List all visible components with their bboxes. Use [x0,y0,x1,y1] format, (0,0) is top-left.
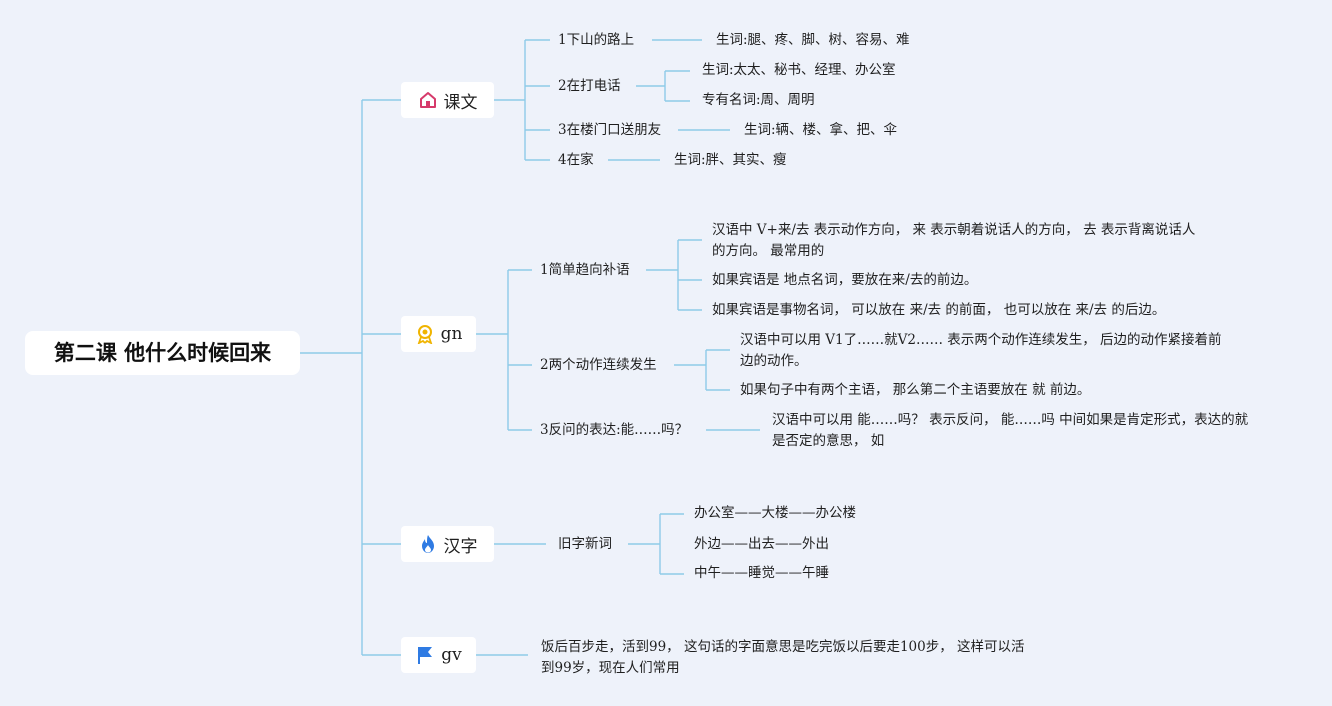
house-icon [419,92,436,108]
kewen-topic-3-vocab[interactable]: 生词:辆、楼、拿、把、伞 [744,122,898,138]
hanzi-word-chain-2[interactable]: 外边——出去——外出 [694,536,829,552]
kewen-topic-2-vocab[interactable]: 生词:太太、秘书、经理、办公室 [702,62,896,78]
gn-topic-3-note-1-line-1: 汉语中可以用 能……吗？ 表示反问， 能……吗 中间如果是肯定形式，表达的就 [772,412,1249,428]
branch-hanzi-label: 汉字 [443,536,478,557]
branch-gn-label: gn [440,324,463,344]
gn-topic-2-note-2[interactable]: 如果句子中有两个主语， 那么第二个主语要放在 就 前边。 [740,382,1091,398]
kewen-topic-2[interactable]: 2在打电话 [558,78,621,94]
kewen-topic-1[interactable]: 1下山的路上 [558,32,635,48]
gn-topic-2[interactable]: 2两个动作连续发生 [540,357,657,373]
branch-kewen-label: 课文 [443,92,478,113]
branch-hanzi[interactable]: 汉字 [401,526,494,562]
gn-topic-3-note-1[interactable]: 汉语中可以用 能……吗？ 表示反问， 能……吗 中间如果是肯定形式，表达的就 是… [772,410,1248,452]
kewen-topic-4[interactable]: 4在家 [558,152,594,168]
gn-topic-2-note-1-line-2: 边的动作。 [740,353,808,369]
hanzi-word-chain-1[interactable]: 办公室——大楼——办公楼 [694,505,856,521]
gn-topic-2-note-1-line-1: 汉语中可以用 V1了……就V2…… 表示两个动作连续发生， 后边的动作紧接着前 [740,332,1222,348]
root-node[interactable]: 第二课 他什么时候回来 [25,331,300,375]
branch-gv-label: gv [441,645,462,665]
gn-topic-3[interactable]: 3反问的表达:能……吗？ [540,422,689,438]
flag-icon [418,647,433,664]
hanzi-topic-1[interactable]: 旧字新词 [558,536,612,552]
gn-topic-1-note-1[interactable]: 汉语中 V+来/去 表示动作方向， 来 表示朝着说话人的方向， 去 表示背离说话… [712,220,1195,262]
kewen-topic-2-proper-nouns[interactable]: 专有名词:周、周明 [702,92,815,108]
gv-note-line-2: 到99岁，现在人们常用 [541,660,680,676]
gv-note-line-1: 饭后百步走，活到99， 这句话的字面意思是吃完饭以后要走100步， 这样可以活 [541,639,1025,655]
gn-topic-1-note-2[interactable]: 如果宾语是 地点名词，要放在来/去的前边。 [712,272,978,288]
kewen-topic-3[interactable]: 3在楼门口送朋友 [558,122,662,138]
gn-topic-2-note-1[interactable]: 汉语中可以用 V1了……就V2…… 表示两个动作连续发生， 后边的动作紧接着前 … [740,330,1222,372]
gn-topic-1-note-1-line-2: 的方向。 最常用的 [712,243,825,259]
gn-topic-1-note-1-line-1: 汉语中 V+来/去 表示动作方向， 来 表示朝着说话人的方向， 去 表示背离说话… [712,222,1196,238]
kewen-topic-4-vocab[interactable]: 生词:胖、其实、瘦 [674,152,787,168]
gn-topic-3-note-1-line-2: 是否定的意思， 如 [772,433,885,449]
hanzi-word-chain-3[interactable]: 中午——睡觉——午睡 [694,565,829,581]
branch-gn[interactable]: gn [401,316,476,352]
kewen-topic-1-vocab[interactable]: 生词:腿、疼、脚、树、容易、难 [716,32,910,48]
branch-kewen[interactable]: 课文 [401,82,494,118]
gn-topic-1[interactable]: 1简单趋向补语 [540,262,630,278]
gn-topic-1-note-3[interactable]: 如果宾语是事物名词， 可以放在 来/去 的前面， 也可以放在 来/去 的后边。 [712,302,1166,318]
gv-note[interactable]: 饭后百步走，活到99， 这句话的字面意思是吃完饭以后要走100步， 这样可以活 … [541,637,1025,679]
flame-icon [421,535,434,553]
award-icon [417,325,432,344]
branch-gv[interactable]: gv [401,637,476,673]
